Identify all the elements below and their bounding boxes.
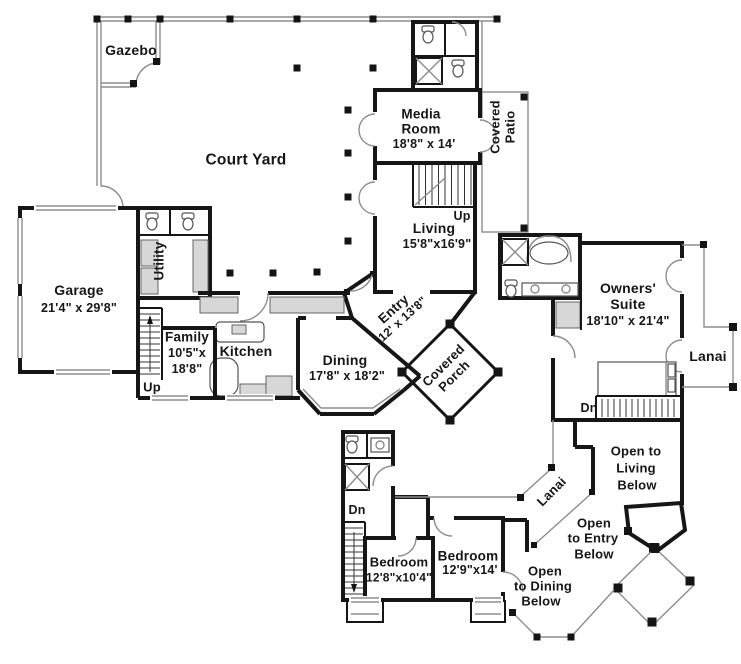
- label-dining: Dining: [322, 352, 368, 369]
- label-dining-dims: 17'8" x 18'2": [308, 369, 386, 383]
- label-open-dining-3: Below: [521, 593, 561, 609]
- owners-wing-walls: [498, 233, 737, 627]
- label-open-living-1: Open to: [610, 443, 662, 459]
- label-bedroom-left: Bedroom: [369, 554, 429, 570]
- label-owners-suite-2: Suite: [610, 296, 646, 313]
- label-owners-suite-1: Owners': [599, 280, 657, 297]
- label-media-room-1: Media: [401, 106, 441, 122]
- label-utility: Utility: [151, 241, 167, 281]
- label-covered-patio-1: Covered: [487, 100, 503, 154]
- label-dn-owners: Dn: [580, 401, 598, 415]
- label-court-yard: Court Yard: [205, 151, 287, 169]
- label-living-dims: 15'8"x16'9": [402, 237, 472, 251]
- label-covered-patio-2: Patio: [502, 110, 517, 144]
- label-open-entry-3: Below: [574, 546, 614, 562]
- first-floor-walls: [16, 20, 503, 425]
- label-bedroom-right: Bedroom: [437, 548, 499, 564]
- label-owners-suite-dims: 18'10" x 21'4": [586, 314, 670, 328]
- label-open-entry-2: to Entry: [567, 530, 619, 546]
- label-family-dims-1: 10'5"x: [168, 346, 206, 360]
- label-up-family: Up: [143, 379, 161, 395]
- label-up-living: Up: [453, 209, 471, 223]
- label-gazebo: Gazebo: [105, 42, 157, 59]
- label-open-entry-1: Open: [576, 515, 612, 531]
- label-dn-wing: Dn: [348, 503, 366, 517]
- label-open-living-3: Below: [617, 477, 657, 493]
- label-covered-patio: Covered Patio: [487, 100, 517, 154]
- label-lanai-side: Lanai: [689, 348, 727, 365]
- label-open-living-2: Living: [616, 460, 656, 476]
- label-bedroom-right-dims: 12'9"x14': [442, 563, 498, 577]
- label-media-room-dims: 18'8" x 14': [392, 137, 456, 151]
- label-open-dining-1: Open: [527, 563, 563, 579]
- label-kitchen: Kitchen: [219, 343, 273, 360]
- label-garage: Garage: [54, 282, 104, 299]
- label-family: Family: [165, 329, 209, 345]
- label-bedroom-left-dims: 12'8"x10'4": [365, 570, 433, 585]
- label-family-dims-2: 18'8": [171, 362, 203, 376]
- railings: [395, 420, 615, 641]
- label-garage-dims: 21'4" x 29'8": [40, 301, 118, 315]
- label-open-dining-2: to Dining: [513, 578, 573, 594]
- bedroom-wing-walls: [341, 430, 529, 623]
- label-media-room-2: Room: [401, 121, 441, 137]
- label-living: Living: [412, 220, 456, 237]
